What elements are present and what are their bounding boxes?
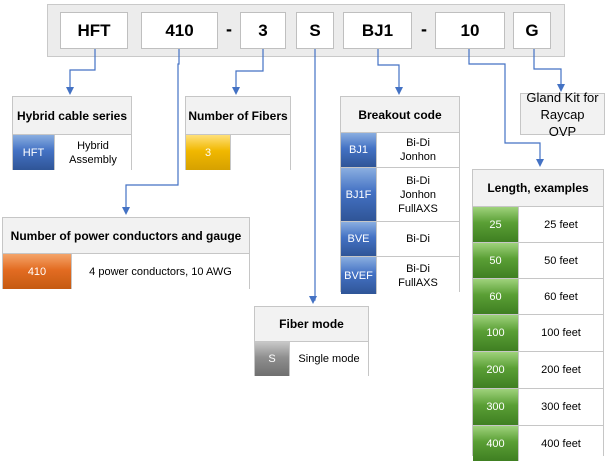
length-code: 50 — [473, 243, 519, 278]
length-code: 60 — [473, 279, 519, 314]
gland-kit-box: Gland Kit for Raycap OVP — [520, 90, 605, 139]
breakout-row: BVEF Bi-Di FullAXS — [341, 256, 459, 294]
length-row: 50 50 feet — [473, 242, 603, 278]
length-row: 25 25 feet — [473, 206, 603, 242]
connector-fibers — [232, 49, 264, 95]
fibers-code: 3 — [186, 135, 231, 170]
fibers-row: 3 — [186, 134, 290, 170]
length-desc: 400 feet — [541, 437, 581, 450]
length-row: 400 400 feet — [473, 425, 603, 461]
length-row: 60 60 feet — [473, 278, 603, 314]
fiber-mode-row: S Single mode — [255, 341, 368, 376]
pn-separator: - — [421, 19, 427, 39]
length-desc: 60 feet — [544, 290, 578, 303]
hybrid-series-box: Hybrid cable series HFT Hybrid Assembly — [12, 96, 132, 170]
breakout-desc: Bi-Di — [406, 233, 430, 245]
breakout-desc: Bi-Di Jonhon — [399, 137, 437, 163]
length-title: Length, examples — [487, 181, 589, 195]
breakout-title: Breakout code — [358, 107, 442, 122]
fibers-box: Number of Fibers 3 — [185, 96, 291, 170]
pn-separator: - — [226, 19, 232, 39]
breakout-row: BVE Bi-Di — [341, 221, 459, 256]
breakout-desc: Bi-Di Jonhon FullAXS — [398, 174, 438, 215]
hybrid-series-desc: Hybrid Assembly — [69, 139, 117, 166]
breakout-row: BJ1F Bi-Di Jonhon FullAXS — [341, 167, 459, 221]
length-code: 400 — [473, 426, 519, 461]
connector-length — [468, 49, 544, 167]
pn-segment-length: 10 — [435, 12, 505, 49]
hybrid-series-title: Hybrid cable series — [16, 108, 128, 123]
length-desc: 100 feet — [541, 327, 581, 339]
length-code: 300 — [473, 389, 519, 425]
power-desc: 4 power conductors, 10 AWG — [89, 265, 232, 278]
connector-power — [122, 49, 180, 215]
pn-segment-fibers: 3 — [240, 12, 286, 49]
length-box: Length, examples 25 25 feet 50 50 feet 6… — [472, 169, 604, 461]
power-code: 410 — [3, 254, 72, 289]
connector-series — [66, 49, 96, 95]
fiber-mode-desc: Single mode — [298, 353, 360, 365]
fiber-mode-title: Fiber mode — [279, 317, 344, 331]
hybrid-series-code: HFT — [13, 135, 55, 170]
power-box: Number of power conductors and gauge 410… — [2, 217, 250, 289]
length-code: 100 — [473, 315, 519, 351]
length-code: 200 — [473, 352, 519, 388]
breakout-desc: Bi-Di FullAXS — [398, 262, 438, 289]
hybrid-series-row: HFT Hybrid Assembly — [13, 134, 131, 170]
power-row: 410 4 power conductors, 10 AWG — [3, 253, 249, 289]
length-desc: 200 feet — [541, 364, 581, 376]
power-title: Number of power conductors and gauge — [10, 228, 242, 243]
connector-gland — [533, 49, 565, 92]
fibers-desc — [231, 135, 290, 170]
length-code: 25 — [473, 207, 519, 242]
breakout-box: Breakout code BJ1 Bi-Di Jonhon BJ1F Bi-D… — [340, 96, 460, 294]
pn-segment-series: HFT — [60, 12, 128, 49]
pn-segment-mode: S — [296, 12, 334, 49]
pn-segment-gland: G — [513, 12, 551, 49]
connector-mode — [309, 49, 317, 304]
length-desc: 50 feet — [544, 254, 578, 267]
length-row: 200 200 feet — [473, 351, 603, 388]
fibers-title: Number of Fibers — [188, 108, 288, 123]
pn-segment-power: 410 — [141, 12, 218, 49]
connector-breakout — [377, 49, 403, 95]
length-desc: 25 feet — [544, 218, 578, 231]
pn-segment-breakout: BJ1 — [343, 12, 412, 49]
length-desc: 300 feet — [541, 401, 581, 413]
breakout-row: BJ1 Bi-Di Jonhon — [341, 132, 459, 167]
breakout-code: BVEF — [341, 257, 377, 294]
length-row: 100 100 feet — [473, 314, 603, 351]
length-row: 300 300 feet — [473, 388, 603, 425]
fiber-mode-box: Fiber mode S Single mode — [254, 306, 369, 376]
breakout-code: BJ1 — [341, 133, 377, 167]
breakout-code: BVE — [341, 222, 377, 256]
breakout-code: BJ1F — [341, 168, 377, 221]
fiber-mode-code: S — [255, 342, 290, 376]
